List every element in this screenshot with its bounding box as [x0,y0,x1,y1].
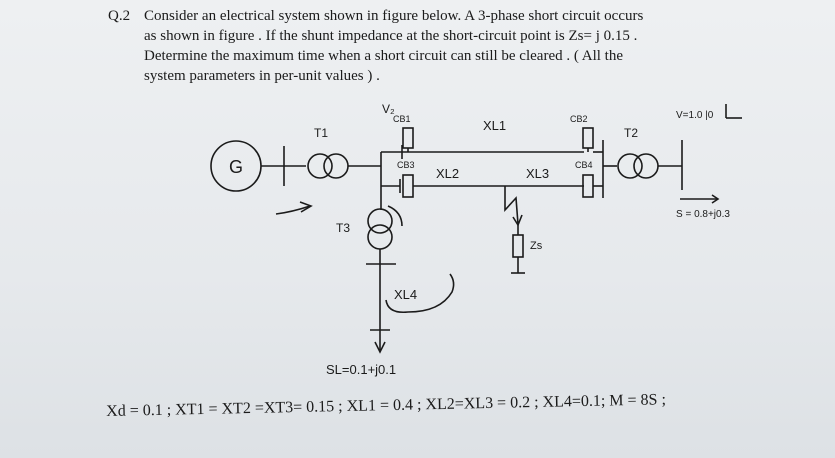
load-arrowhead [374,341,386,354]
cb2-breaker [582,127,594,149]
fault-arrow [504,186,519,225]
handwritten-mark-1 [387,205,403,227]
t3-label: T3 [336,221,350,235]
t2-label: T2 [624,126,638,140]
v2-label: V₂ [382,102,395,116]
transformer-t1 [307,153,349,179]
cb1-label: CB1 [393,114,411,124]
transformer-t3 [367,208,393,250]
question-line-2: as shown in figure . If the shunt impeda… [144,28,638,44]
question-line-3: Determine the maximum time when a short … [144,48,624,64]
sl-load-label: SL=0.1+j0.1 [326,362,396,377]
cb4-label: CB4 [575,160,593,170]
handwritten-arrow [275,205,311,215]
cb4-breaker [582,174,594,198]
cb1-breaker [402,127,414,149]
infinite-bus-voltage: V=1.0 |0 [676,110,714,121]
xl4-label: XL4 [394,287,417,302]
generator-symbol: G [210,140,262,192]
xl3-label: XL3 [526,166,549,181]
generator-label: G [229,157,243,177]
question-line-1: Consider an electrical system shown in f… [144,8,644,24]
xl2-label: XL2 [436,166,459,181]
cb3-breaker [402,174,414,198]
xl1-label: XL1 [483,118,506,133]
handwritten-mark-2 [385,273,455,314]
zs-label: Zs [530,240,543,252]
zs-impedance [512,234,524,258]
cb3-label: CB3 [397,160,415,170]
cb2-label: CB2 [570,114,588,124]
transformer-t2 [617,153,659,179]
s-load-arrowhead [711,194,720,204]
question-line-4: system parameters in per-unit values ) . [144,68,380,84]
handwritten-arrowhead [299,201,313,213]
question-number: Q.2 [108,8,131,24]
t1-label: T1 [314,126,328,140]
s-load-label: S = 0.8+j0.3 [676,209,730,220]
